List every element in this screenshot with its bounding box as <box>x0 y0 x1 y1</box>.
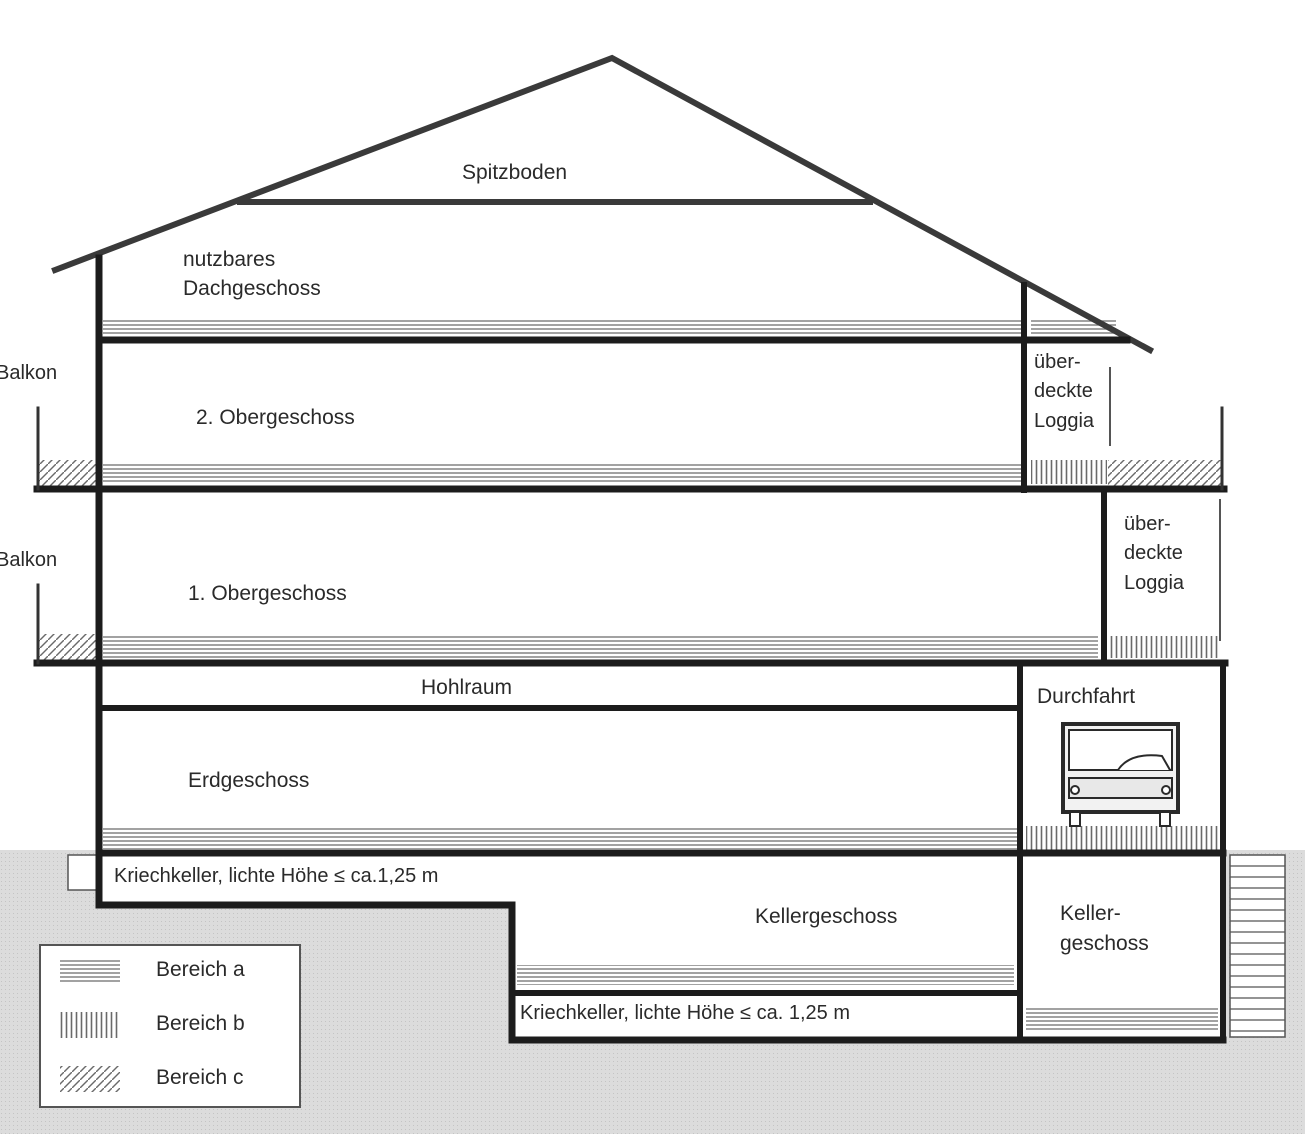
label-attic-line2: Dachgeschoss <box>183 277 321 300</box>
label-loggia-upper-1: über- <box>1034 351 1081 373</box>
label-attic-line1: nutzbares <box>183 248 275 271</box>
label-ground-floor: Erdgeschoss <box>188 769 309 792</box>
exterior-stair <box>1229 854 1286 1038</box>
label-side-cellar-2: geschoss <box>1060 932 1149 955</box>
label-cavity: Hohlraum <box>421 676 512 699</box>
label-crawl-lower: Kriechkeller, lichte Höhe ≤ ca. 1,25 m <box>520 1002 850 1024</box>
legend: Bereich a Bereich b Bereich c <box>39 944 301 1108</box>
car-icon <box>1061 722 1180 827</box>
area-b-hatches <box>1026 460 1220 850</box>
upper-building-fill <box>98 250 1223 855</box>
label-balcony-upper: Balkon <box>0 362 57 384</box>
label-floor2: 2. Obergeschoss <box>196 406 355 429</box>
label-floor1: 1. Obergeschoss <box>188 582 347 605</box>
label-crawl-upper: Kriechkeller, lichte Höhe ≤ ca.1,25 m <box>114 865 438 887</box>
legend-swatch-c <box>60 1066 120 1092</box>
label-loggia-lower-1: über- <box>1124 513 1171 535</box>
area-c-hatches <box>39 460 1221 660</box>
area-a-hatches <box>103 318 1218 1030</box>
legend-label-b: Bereich b <box>156 1012 245 1035</box>
label-loggia-lower-2: deckte <box>1124 542 1183 564</box>
legend-label-a: Bereich a <box>156 958 245 981</box>
label-loggia-upper-2: deckte <box>1034 380 1093 402</box>
label-passage: Durchfahrt <box>1037 685 1135 708</box>
structure-lines <box>33 54 1229 1044</box>
label-basement: Kellergeschoss <box>755 905 897 928</box>
label-side-cellar-1: Keller- <box>1060 902 1121 925</box>
legend-label-c: Bereich c <box>156 1066 244 1089</box>
legend-swatch-a <box>60 958 120 984</box>
label-loggia-lower-3: Loggia <box>1124 572 1185 594</box>
label-balcony-lower: Balkon <box>0 549 57 571</box>
step-fill <box>67 854 99 891</box>
label-spitzboden: Spitzboden <box>462 161 567 184</box>
legend-swatch-b <box>60 1012 120 1038</box>
label-loggia-upper-3: Loggia <box>1034 410 1095 432</box>
